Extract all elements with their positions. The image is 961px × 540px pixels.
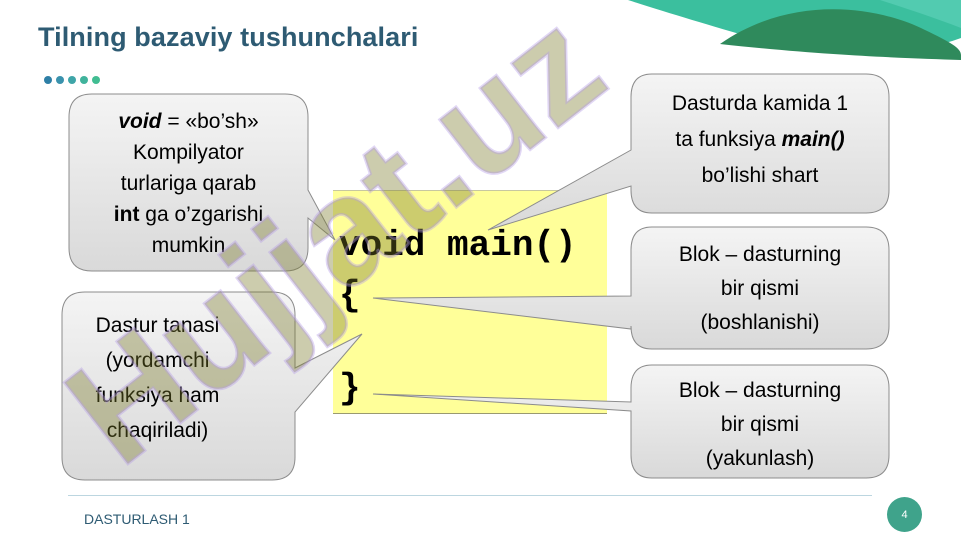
- footer-divider: [68, 495, 872, 496]
- callout-body: Dastur tanasi (yordamchi funksiya ham ch…: [38, 308, 277, 448]
- callout-block-start-line: Blok – dasturning: [678, 243, 842, 266]
- slide-title: Tilning bazaviy tushunchalari: [38, 22, 419, 52]
- callout-void-bubble: [68, 93, 336, 272]
- callout-body-line: Dastur tanasi: [95, 314, 220, 337]
- callout-body-line: chaqiriladi): [106, 419, 209, 442]
- footer-label: DASTURLASH 1: [84, 511, 190, 527]
- callout-block-start-bubble: [372, 226, 890, 350]
- callout-block-end-line: (yakunlash): [705, 447, 815, 470]
- callout-block-start-line: bir qismi: [720, 277, 800, 300]
- callout-void-line: Kompilyator: [133, 141, 244, 164]
- code-void-main: void main(): [339, 225, 577, 266]
- callout-void-line: ga o’zgarishi: [139, 203, 264, 226]
- void-definition: = «bo’sh»: [161, 110, 259, 133]
- callout-main-line: bo’lishi shart: [701, 164, 819, 187]
- callout-main-line: ta funksiya: [675, 128, 782, 151]
- dot: [44, 76, 52, 84]
- callout-main-line: Dasturda kamida 1: [671, 92, 849, 115]
- dot: [56, 76, 64, 84]
- void-keyword: void: [118, 110, 162, 133]
- callout-block-end-line: bir qismi: [720, 413, 800, 436]
- dot: [80, 76, 88, 84]
- callout-block-end-bubble: [372, 364, 890, 479]
- callout-main: Dasturda kamida 1 ta funksiya main() bo’…: [631, 86, 889, 194]
- callout-block-end-line: Blok – dasturning: [678, 379, 842, 402]
- main-keyword: main(): [781, 128, 845, 151]
- callout-main-bubble: [487, 73, 890, 231]
- int-keyword: int: [113, 203, 140, 226]
- dot: [92, 76, 100, 84]
- callout-void: void = «bo’sh» Kompilyator turlariga qar…: [69, 106, 308, 261]
- callout-block-start: Blok – dasturning bir qismi (boshlanishi…: [631, 238, 889, 340]
- page-number-badge: 4: [887, 497, 922, 532]
- callout-block-start-line: (boshlanishi): [700, 311, 820, 334]
- code-close-brace: }: [339, 368, 361, 409]
- code-open-brace: {: [339, 275, 361, 316]
- callout-body-line: funksiya ham: [95, 384, 220, 407]
- callout-void-line: mumkin: [151, 234, 226, 257]
- callout-body-line: (yordamchi: [105, 349, 210, 372]
- callout-block-end: Blok – dasturning bir qismi (yakunlash): [631, 374, 889, 476]
- callout-body-bubble: [61, 291, 363, 481]
- dot: [68, 76, 76, 84]
- title-dots: [44, 76, 100, 84]
- callout-void-line: turlariga qarab: [120, 172, 257, 195]
